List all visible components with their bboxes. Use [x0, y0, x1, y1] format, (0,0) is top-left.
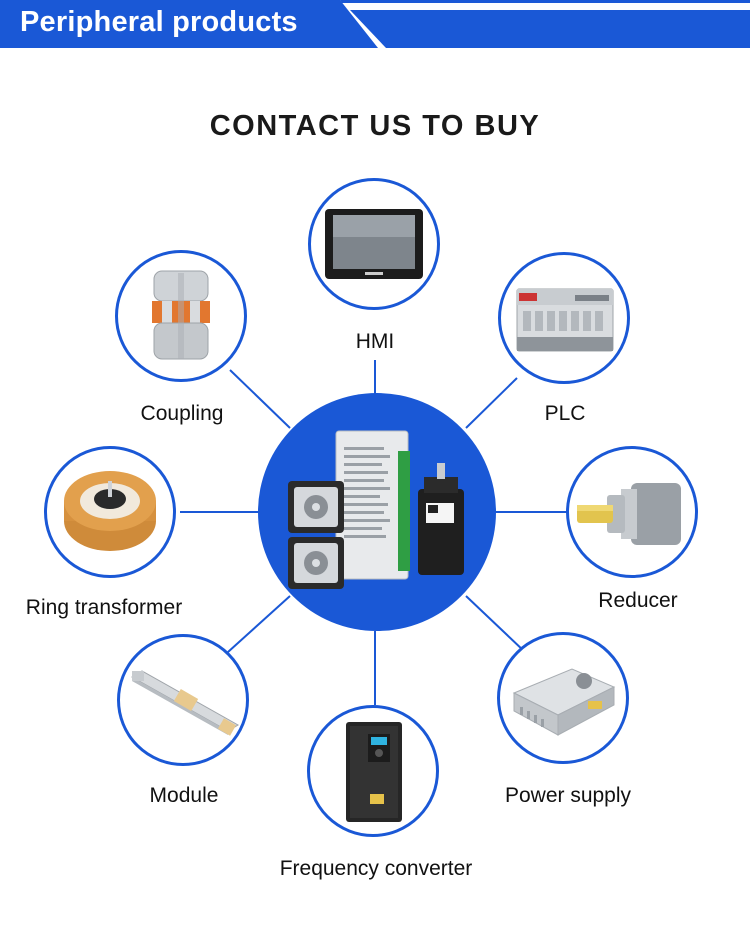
node-module[interactable] [117, 634, 249, 766]
label-reducer: Reducer [598, 589, 678, 612]
banner-title: Peripheral products [20, 6, 298, 38]
node-power-supply[interactable] [497, 632, 629, 764]
ring-transformer-icon [64, 471, 156, 551]
node-hmi[interactable] [308, 178, 440, 310]
coupling-icon [152, 270, 210, 360]
power-supply-icon [512, 668, 616, 736]
header-banner: Peripheral products [0, 0, 750, 48]
page-title: CONTACT US TO BUY [209, 110, 541, 142]
label-power-supply: Power supply [504, 784, 632, 807]
gear-reducer-icon [577, 483, 681, 545]
label-coupling: Coupling [140, 402, 224, 425]
node-reducer[interactable] [566, 446, 698, 578]
label-module: Module [149, 784, 219, 807]
node-plc[interactable] [498, 252, 630, 384]
frequency-converter-icon [346, 722, 402, 822]
stepper-motor-driver-kit-icon [288, 430, 464, 589]
label-plc: PLC [544, 402, 586, 425]
label-hmi: HMI [355, 330, 395, 353]
plc-controller-icon [516, 288, 614, 352]
node-ring-transformer[interactable] [44, 446, 176, 578]
hmi-touchscreen-icon [325, 209, 423, 279]
hub-circle [258, 393, 496, 631]
banner-background [0, 0, 750, 48]
label-frequency-converter: Frequency converter [279, 857, 473, 880]
node-coupling[interactable] [115, 250, 247, 382]
linear-module-icon [131, 670, 239, 736]
node-frequency-converter[interactable] [307, 705, 439, 837]
label-ring-transformer: Ring transformer [25, 596, 183, 619]
